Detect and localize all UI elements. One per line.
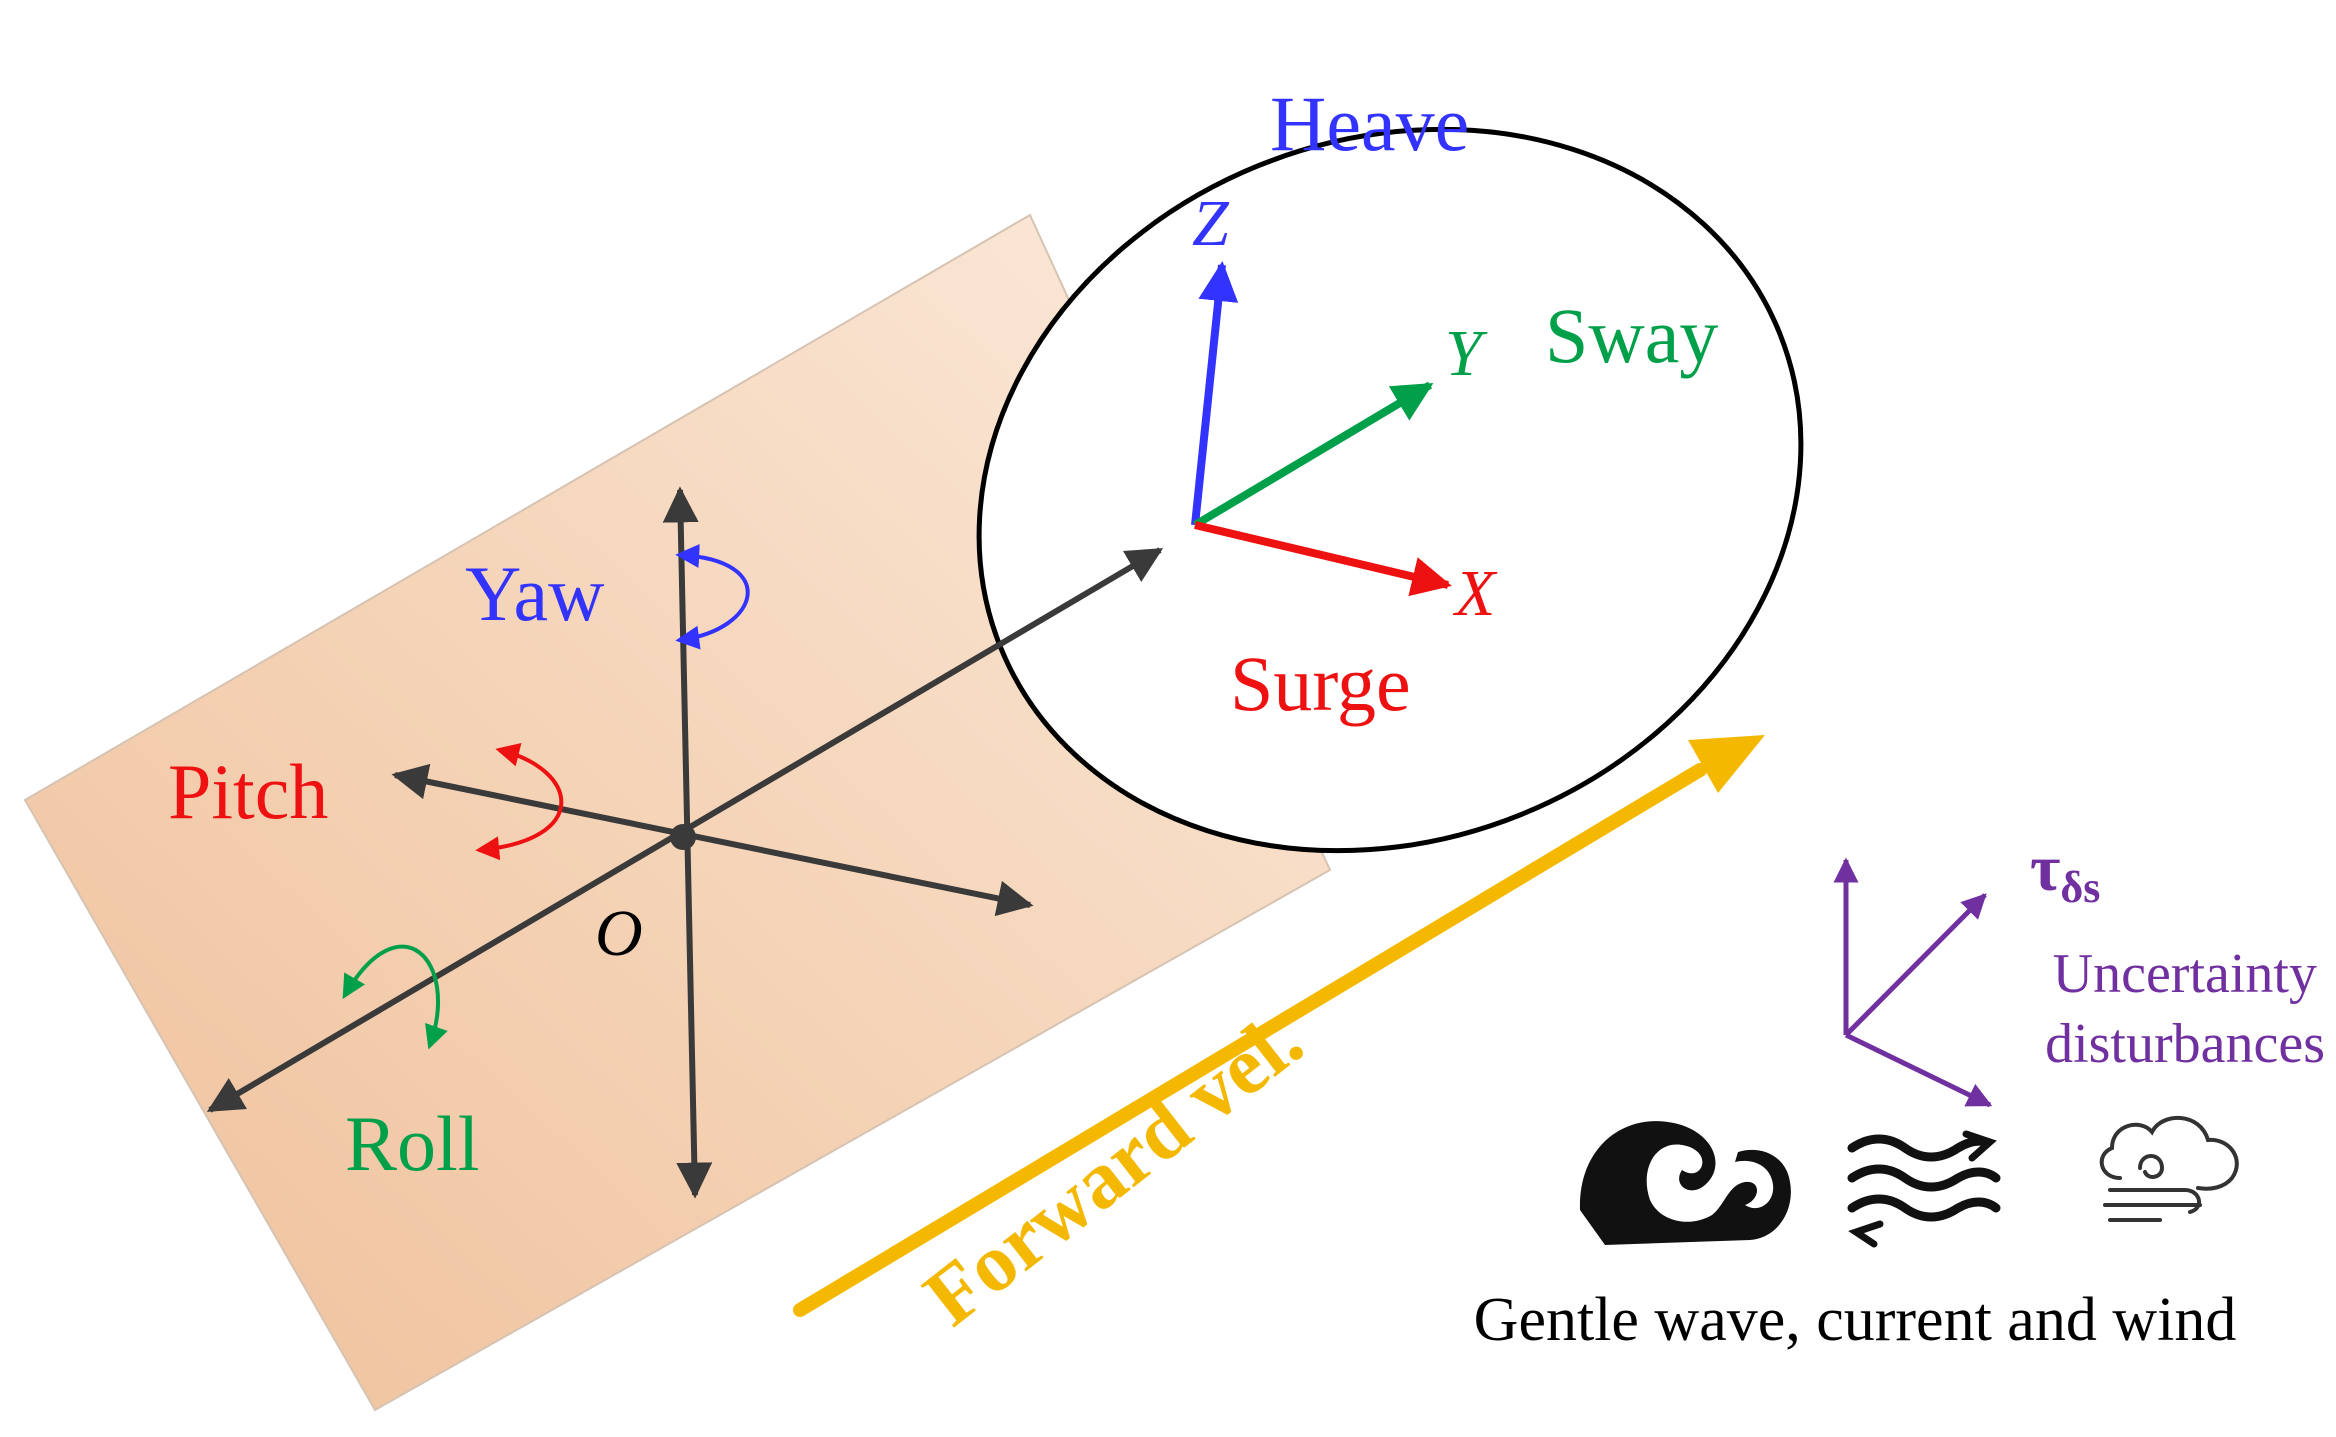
y-axis-arrow <box>1192 381 1434 529</box>
z-axis-label: Z <box>1192 187 1230 260</box>
xyz-axes <box>1191 261 1452 597</box>
disturbance-arrow-right <box>1844 1032 1993 1108</box>
wind-icon <box>2099 1116 2239 1222</box>
uncertainty-label-line1: Uncertainty <box>2053 943 2317 1005</box>
pitch-label: Pitch <box>168 748 328 835</box>
environment-caption: Gentle wave, current and wind <box>1474 1286 2237 1354</box>
origin-label: O <box>595 897 643 970</box>
y-axis-label: Y <box>1445 317 1488 390</box>
yaw-rotation-icon <box>675 543 750 650</box>
disturbance-vectors <box>1833 857 1993 1108</box>
forward-velocity-arrowhead <box>1688 735 1765 793</box>
roll-label: Roll <box>345 1100 479 1187</box>
sway-label: Sway <box>1545 292 1718 379</box>
tau-label: τδs <box>2030 832 2100 912</box>
disturbance-arrow-diagonal <box>1844 893 1987 1037</box>
origin-point <box>670 824 696 850</box>
x-axis-label: X <box>1452 557 1498 630</box>
tau-symbol: τ <box>2030 832 2060 905</box>
heave-label: Heave <box>1270 80 1469 167</box>
tau-subscript: δs <box>2060 863 2100 912</box>
x-axis-arrow <box>1194 521 1452 597</box>
pitch-rotation-icon <box>475 743 564 861</box>
forward-velocity-arrow <box>793 763 1707 1317</box>
current-icon <box>1847 1130 2001 1248</box>
wave-icon <box>1579 1121 1791 1245</box>
yaw-label: Yaw <box>465 550 604 637</box>
z-axis-arrow <box>1191 261 1239 526</box>
roll-rotation-icon <box>342 944 448 1050</box>
uncertainty-label-line2: disturbances <box>2045 1013 2325 1075</box>
surge-label: Surge <box>1230 640 1411 727</box>
